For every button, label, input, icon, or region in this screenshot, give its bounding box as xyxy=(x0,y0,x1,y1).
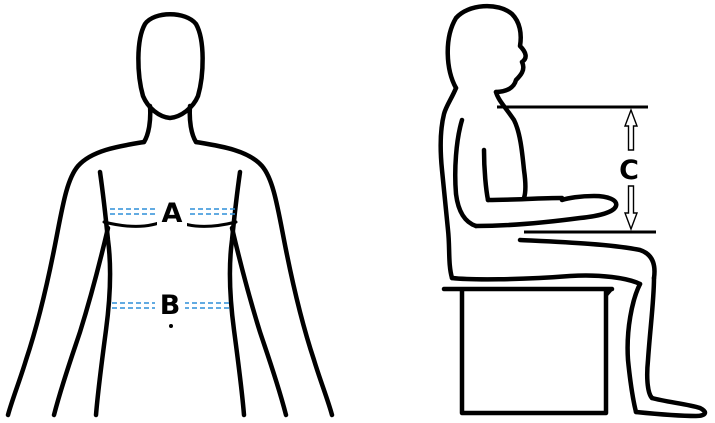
side-upper-arm-back xyxy=(455,120,476,226)
seat-box xyxy=(444,289,612,413)
side-foot xyxy=(636,398,705,416)
front-head xyxy=(138,14,202,118)
side-lap xyxy=(520,240,654,278)
side-forearm-top xyxy=(488,198,562,200)
waist-measurement: B xyxy=(112,290,232,321)
front-neck-left xyxy=(144,106,150,142)
front-navel xyxy=(169,324,173,328)
elbow-height-label: C xyxy=(619,155,639,186)
front-left-torso xyxy=(96,172,110,415)
arrow-down-icon xyxy=(625,186,637,229)
front-left-pec xyxy=(104,220,166,226)
side-head xyxy=(448,6,526,92)
arrow-up-icon xyxy=(625,110,637,150)
waist-label: B xyxy=(160,290,181,321)
front-left-shoulder-arm xyxy=(8,142,144,415)
front-right-shoulder-arm xyxy=(196,142,332,415)
side-lower-leg-back xyxy=(628,284,640,412)
seated-body-outline xyxy=(441,6,705,416)
front-neck-right xyxy=(190,106,196,142)
elbow-height-measurement: C xyxy=(497,107,656,232)
side-thigh xyxy=(452,275,640,284)
seat-body xyxy=(462,290,606,413)
side-upper-arm-front xyxy=(484,150,488,200)
chest-label: A xyxy=(162,198,183,229)
side-lower-leg-front xyxy=(647,278,654,398)
